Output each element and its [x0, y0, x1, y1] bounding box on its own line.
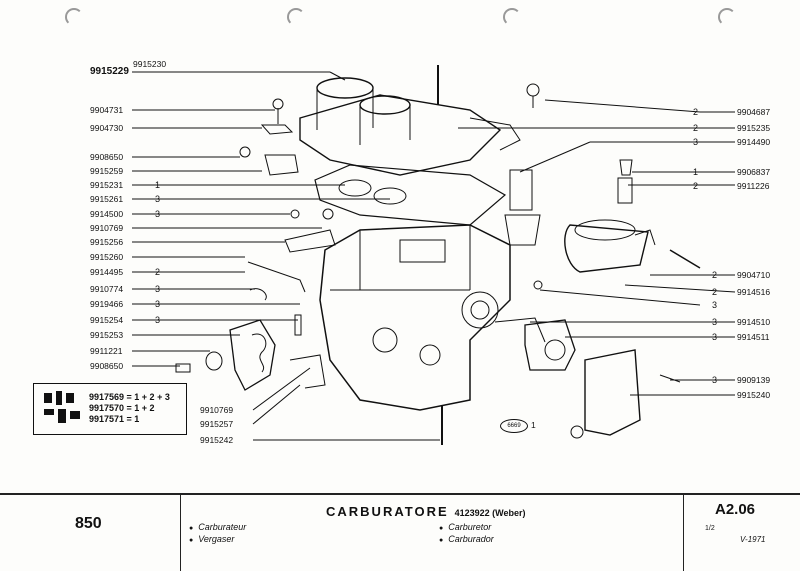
quantity-label: 1: [155, 180, 161, 190]
quantity-label: 2: [712, 287, 718, 297]
translation-de: Vergaser: [181, 534, 234, 546]
part-number-label: 9915230: [133, 59, 167, 69]
part-number-label: 9914516: [737, 287, 771, 297]
part-number-label: 9914511: [737, 332, 770, 342]
quantity-label: 3: [155, 209, 161, 219]
part-number-label: 9914490: [737, 137, 771, 147]
quantity-label: 2: [712, 270, 718, 280]
kit-legend-box: 9917569 = 1 + 2 + 3 9917570 = 1 + 2 9917…: [33, 383, 187, 435]
quantity-label: 3: [155, 315, 161, 325]
punch-hole: [718, 8, 736, 26]
punch-hole: [65, 8, 83, 26]
part-number-label: 9915256: [90, 237, 124, 247]
part-number-label: 9914500: [90, 209, 124, 219]
quantity-label: 3: [155, 299, 161, 309]
part-number-label: 9915253: [90, 330, 124, 340]
part-number-label: 9911226: [737, 181, 770, 191]
kit-row: 9917570 = 1 + 2: [89, 403, 155, 413]
part-number-label: 9904730: [90, 123, 124, 133]
part-number-label: 9908650: [90, 361, 124, 371]
quantity-label: 3: [712, 375, 718, 385]
revision-date: V-1971: [740, 535, 766, 544]
part-number-label: 9910774: [90, 284, 124, 294]
model-number: 850: [75, 515, 102, 532]
quantity-label: 3: [712, 317, 718, 327]
part-number-label: 9911221: [90, 346, 123, 356]
part-number-label: 9914495: [90, 267, 124, 277]
part-number-label: 9910769: [90, 223, 124, 233]
kit-row: 9917569 = 1 + 2 + 3: [89, 392, 170, 402]
part-number-label: 9915231: [90, 180, 124, 190]
reference-number: 1: [531, 420, 536, 430]
punch-hole: [503, 8, 521, 26]
quantity-label: 2: [693, 181, 699, 191]
model-cell: 850: [0, 495, 181, 571]
part-number-label: 9915260: [90, 252, 124, 262]
punch-hole: [287, 8, 305, 26]
quantity-label: 1: [693, 167, 699, 177]
quantity-label: 3: [693, 137, 699, 147]
part-number-label: 9915254: [90, 315, 124, 325]
part-number-label: 9914510: [737, 317, 771, 327]
carburetor-exploded-diagram: [132, 65, 736, 445]
part-number-label: 9904710: [737, 270, 771, 280]
kit-parts-icon: [44, 391, 80, 423]
part-number-label: 9908650: [90, 152, 124, 162]
part-number-label: 9910769: [200, 405, 234, 415]
part-number-label: 9919466: [90, 299, 124, 309]
part-number-label: 9915259: [90, 166, 124, 176]
translation-fr: Carburateur: [181, 522, 246, 534]
kit-row: 9917571 = 1: [89, 414, 140, 424]
quantity-label: 2: [693, 123, 699, 133]
quantity-label: 3: [712, 332, 718, 342]
quantity-label: 2: [155, 267, 161, 277]
part-number-label: 9906837: [737, 167, 771, 177]
translation-es: Carburador: [439, 534, 494, 546]
part-number-label: 9915229: [90, 66, 129, 77]
page-code: A2.06: [715, 501, 756, 518]
quantity-label: 3: [155, 284, 161, 294]
part-number-label: 9915240: [737, 390, 771, 400]
part-number-label: 9909139: [737, 375, 771, 385]
sheet-number: 1/2: [705, 525, 715, 532]
part-number-label: 9915242: [200, 435, 234, 445]
quantity-label: 3: [712, 300, 718, 310]
part-number-label: 9915261: [90, 194, 124, 204]
part-number-label: 9915257: [200, 419, 234, 429]
quantity-label: 2: [693, 107, 699, 117]
translation-en: Carburetor: [439, 522, 491, 534]
part-number-label: 9915235: [737, 123, 771, 133]
title-subtitle: 4123922 (Weber): [454, 508, 526, 518]
part-number-label: 9904731: [90, 105, 124, 115]
part-number-label: 9904687: [737, 107, 771, 117]
quantity-label: 3: [155, 194, 161, 204]
reference-mark: 6669: [500, 419, 528, 433]
